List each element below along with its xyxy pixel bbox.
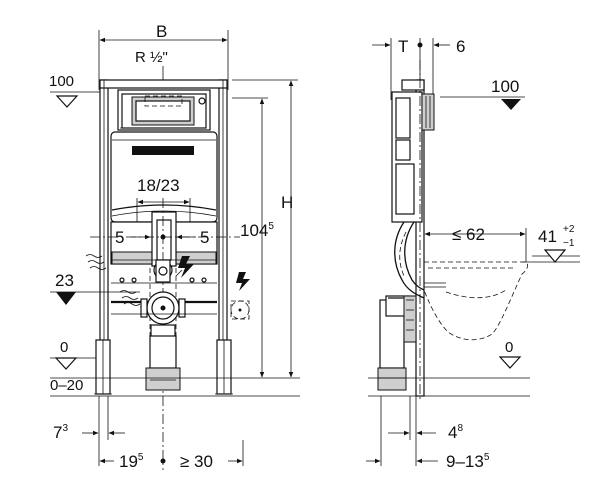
offset-right-label: 5 <box>200 228 209 247</box>
dim-6-label: 6 <box>456 37 465 56</box>
side-view: T 6 100 <box>366 37 580 471</box>
electrical-socket <box>230 272 250 320</box>
level-0-side-label: 0 <box>505 339 513 356</box>
width-label-b: B <box>156 22 167 41</box>
level-marker-23: 23 <box>50 271 140 305</box>
thread-size-label: R ½" <box>135 49 168 66</box>
height-dimension-h: H <box>232 79 298 378</box>
flush-pipe-side <box>394 221 446 299</box>
floor-level-front: 0 0–20 <box>50 339 300 397</box>
dimension-max-62: ≤ 62 <box>424 225 527 262</box>
dim-min30-label: ≥ 30 <box>180 452 213 471</box>
spacing-label: 18/23 <box>137 176 180 195</box>
dimension-9-13-5: 9–135 <box>366 396 490 471</box>
height-104-label: 1045 <box>240 221 274 240</box>
offset-left-label: 5 <box>115 228 124 247</box>
electric-connection-icon <box>175 256 194 278</box>
flush-outlet <box>111 291 217 338</box>
dim-9-label: 9–135 <box>446 452 490 471</box>
frame <box>94 79 233 395</box>
height-dimension-104: 1045 <box>232 97 274 378</box>
floor-level-side: 0 <box>368 339 530 397</box>
level-marker-100-side: 100 <box>440 77 525 110</box>
dimension-41: 41 +2 −1 <box>522 224 580 263</box>
dim-4-label: 48 <box>448 423 463 442</box>
dim-max62-label: ≤ 62 <box>452 225 485 244</box>
water-supply-fitting <box>111 259 217 284</box>
side-frame <box>391 60 435 402</box>
drain-pipe-side <box>377 295 417 391</box>
dim-41-label: 41 <box>538 227 557 246</box>
height-h-label: H <box>281 193 293 212</box>
level-range-label: 0–20 <box>50 377 83 394</box>
width-dimension-b: B <box>98 22 229 90</box>
dim-41-minus: −1 <box>563 238 575 249</box>
drain-pipe-front <box>145 335 181 391</box>
level-100-side-label: 100 <box>491 77 519 96</box>
dim-t-label: T <box>398 37 408 56</box>
level-23-label: 23 <box>55 271 74 290</box>
level-marker-100-front: 100 <box>49 73 100 108</box>
dimension-19-5-and-30: 195 ≥ 30 <box>98 440 244 471</box>
toilet-bowl-outline <box>423 261 528 341</box>
dimension-t-6: T 6 <box>372 37 465 100</box>
offset-dimensions: 5 5 <box>115 228 209 247</box>
dim-19-label: 195 <box>119 452 144 471</box>
front-view: B R ½" 100 <box>49 22 300 471</box>
dim-41-plus: +2 <box>563 224 575 235</box>
dimension-4-8: 48 <box>388 396 463 466</box>
level-0-front-label: 0 <box>60 339 68 356</box>
dim-7-label: 73 <box>53 423 68 442</box>
spacing-dimension-18-23: 18/23 <box>136 176 191 222</box>
dimension-7-3: 73 <box>53 396 125 442</box>
level-100-front-label: 100 <box>49 73 74 90</box>
cistern-actuator-box <box>117 89 211 131</box>
